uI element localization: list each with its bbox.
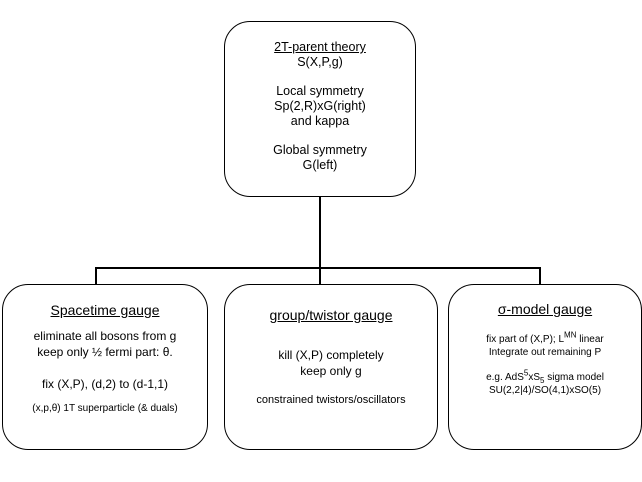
group-twistor-gauge-line3: constrained twistors/oscillators (256, 394, 406, 406)
sigma-model-line3-sup: 5 (523, 368, 529, 378)
parent-theory-action: S(X,P,g) (297, 55, 343, 69)
sigma-model-gauge-line4: SU(2,2|4)/SO(4,1)xSO(5) (488, 385, 602, 396)
connector-right (539, 267, 541, 284)
group-twistor-gauge-title: group/twistor gauge (269, 307, 393, 323)
parent-theory-box: 2T-parent theory S(X,P,g) Local symmetry… (224, 21, 416, 197)
connector-left (95, 267, 97, 284)
sigma-model-line1-post: linear (576, 334, 604, 345)
sigma-model-gauge-line3: e.g. AdS5xS5 sigma model (449, 368, 641, 385)
connector-vertical-top (319, 197, 321, 268)
connector-mid (319, 267, 321, 284)
sigma-model-line3-c: sigma model (544, 372, 604, 383)
local-symmetry-group: Sp(2,R)xG(right) (274, 99, 366, 113)
local-symmetry-extra: and kappa (290, 114, 350, 128)
spacetime-gauge-line2: keep only ½ fermi part: θ. (37, 345, 173, 359)
spacetime-gauge-line1: eliminate all bosons from g (33, 329, 177, 343)
sigma-model-line3-sub: 5 (540, 376, 545, 385)
sigma-model-gauge-line2: Integrate out remaining P (488, 347, 602, 358)
group-twistor-gauge-line1: kill (X,P) completely (278, 348, 384, 362)
global-symmetry-group: G(left) (302, 158, 338, 172)
sigma-model-line1-sup: MN (564, 330, 577, 340)
spacetime-gauge-line3: fix (X,P), (d,2) to (d-1,1) (41, 377, 169, 391)
sigma-model-line3-b: xS (528, 372, 540, 383)
parent-theory-title: 2T-parent theory (274, 40, 366, 54)
sigma-model-gauge-title: σ-model gauge (497, 301, 593, 317)
group-twistor-gauge-line2: keep only g (300, 364, 362, 378)
sigma-model-line3-a: e.g. AdS (486, 372, 524, 383)
group-twistor-gauge-box: group/twistor gauge kill (X,P) completel… (224, 284, 438, 450)
sigma-model-gauge-line1: fix part of (X,P); LMN linear (449, 330, 641, 346)
global-symmetry-label: Global symmetry (273, 143, 367, 157)
spacetime-gauge-title: Spacetime gauge (50, 302, 160, 318)
spacetime-gauge-box: Spacetime gauge eliminate all bosons fro… (2, 284, 208, 450)
sigma-model-gauge-box: σ-model gauge fix part of (X,P); LMN lin… (448, 284, 642, 450)
spacetime-gauge-line4: (x,p,θ) 1T superparticle (& duals) (32, 403, 178, 414)
sigma-model-line1-pre: fix part of (X,P); L (486, 334, 565, 345)
local-symmetry-label: Local symmetry (276, 84, 364, 98)
connector-horizontal (95, 267, 541, 269)
